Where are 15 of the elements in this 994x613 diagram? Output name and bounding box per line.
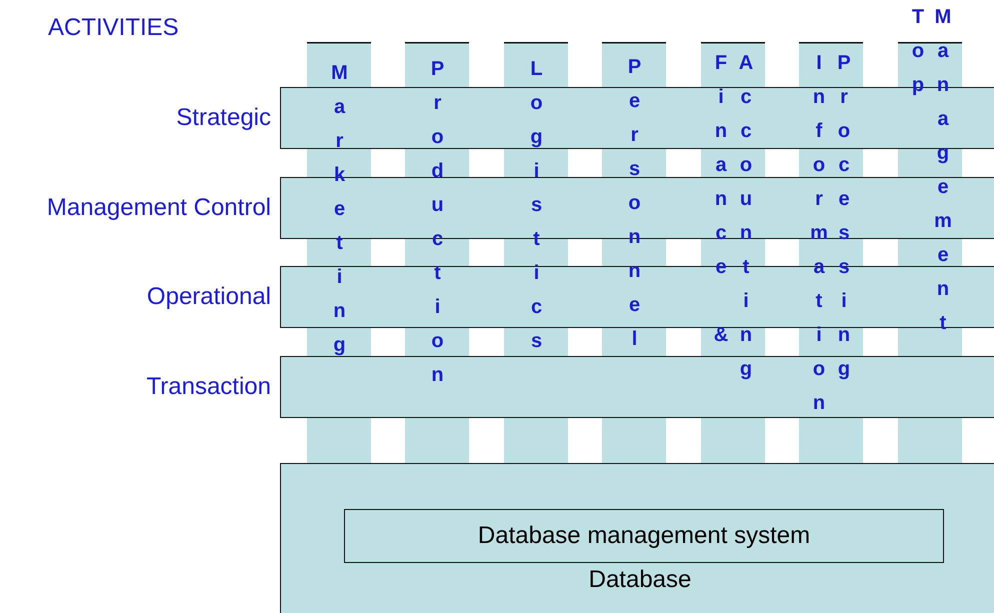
column-label: Production xyxy=(426,58,450,398)
database-box xyxy=(280,463,994,613)
band-label: Operational xyxy=(146,283,271,311)
column-label: Top Management xyxy=(906,6,955,348)
band-label: Transaction xyxy=(146,373,271,401)
column-label: Marketing xyxy=(328,62,352,370)
column-label: Finance & Accounting xyxy=(709,52,758,392)
column-label: Information Processing xyxy=(807,52,856,427)
band-label: Strategic xyxy=(176,104,271,132)
band-label: Management Control xyxy=(46,194,271,222)
heading: ACTIVITIES xyxy=(48,14,179,42)
database-label: Database xyxy=(588,566,692,594)
column-label: Logistics xyxy=(524,58,548,366)
dbms-box: Database management system xyxy=(344,509,944,563)
column-label: Personnel xyxy=(622,56,646,364)
